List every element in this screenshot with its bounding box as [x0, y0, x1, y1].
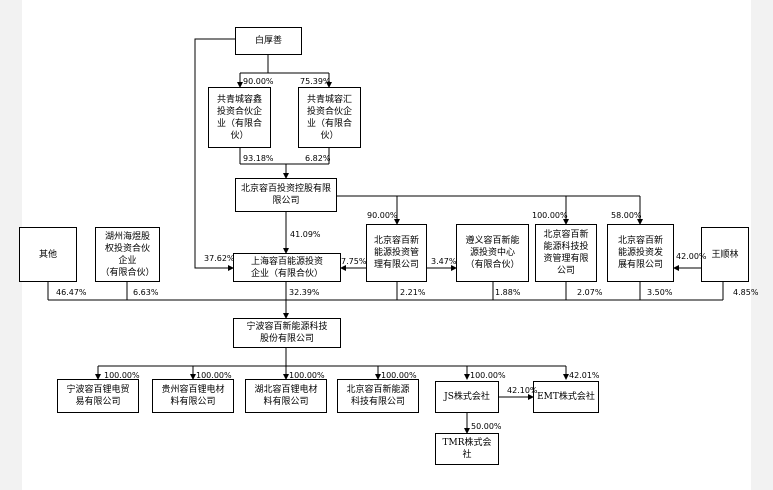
node-emt-corp: EMT株式会社: [533, 381, 599, 413]
node-label: 共青城容汇 投资合伙企 业（有限合 伙）: [306, 94, 352, 141]
pct-holding-tech-invest: 100.00%: [532, 211, 568, 220]
node-label: EMT株式会社: [537, 392, 595, 402]
pct-others-ningbo: 46.47%: [56, 288, 87, 297]
pct-ningbo-js: 100.00%: [470, 371, 506, 380]
node-tmr-corp: TMR株式会社: [435, 433, 499, 465]
pct-shanghai-ningbo: 32.39%: [289, 288, 320, 297]
pct-bai-rongxin: 90.00%: [243, 77, 274, 86]
node-label: 白厚善: [254, 36, 282, 46]
node-label: 上海容百能源投资 企业（有限合伙）: [250, 256, 323, 279]
node-label: 其他: [38, 249, 57, 260]
node-label: 北京容百新 能源投资管 理有限公司: [373, 236, 419, 270]
pct-ningbo-trade: 100.00%: [104, 371, 140, 380]
node-wang-shunlin: 王顺林: [701, 227, 749, 282]
pct-mgmt-ningbo: 2.21%: [400, 288, 426, 297]
node-label: 宁波容百锂电贸 易有限公司: [66, 385, 130, 407]
node-label: 王顺林: [711, 249, 739, 260]
node-label: 湖州海煜股 权投资合伙 企业 （有限合伙）: [100, 231, 155, 278]
pct-invest-dev-ningbo: 3.50%: [647, 288, 673, 297]
right-margin-strip: [751, 0, 773, 490]
node-label: JS株式会社: [444, 392, 490, 402]
node-guizhou-materials: 贵州容百锂电材 料有限公司: [152, 379, 234, 413]
node-label: 北京容百投资控股有限 限公司: [240, 184, 331, 206]
node-label: 湖北容百锂电材 料有限公司: [254, 385, 318, 407]
pct-ningbo-beijing-tech: 100.00%: [381, 371, 417, 380]
node-gongqingcheng-rongxin: 共青城容鑫 投资合伙企 业（有限合 伙）: [208, 87, 271, 148]
node-label: 遵义容百新能 源投资中心 （有限合伙）: [465, 236, 520, 270]
node-hubei-materials: 湖北容百锂电材 料有限公司: [245, 379, 327, 413]
node-bai-houshan: 白厚善: [235, 27, 302, 55]
node-ningbo-trade: 宁波容百锂电贸 易有限公司: [57, 379, 139, 413]
node-label: 北京容百新能源 科技有限公司: [346, 385, 410, 407]
pct-js-emt: 42.10%: [507, 386, 538, 395]
node-beijing-new-energy-invest-mgmt: 北京容百新 能源投资管 理有限公司: [366, 224, 427, 282]
node-beijing-new-energy-invest-dev: 北京容百新 能源投资发 展有限公司: [607, 224, 674, 282]
left-margin-strip: [0, 0, 22, 490]
pct-ningbo-hubei: 100.00%: [289, 371, 325, 380]
pct-holding-shanghai: 41.09%: [290, 230, 321, 239]
pct-bai-ronghui: 75.39%: [300, 77, 331, 86]
pct-holding-invest-mgmt: 90.00%: [367, 211, 398, 220]
node-label: 北京容百新 能源科技投 资管理有限 公司: [543, 230, 589, 276]
pct-bai-shanghai: 37.62%: [204, 254, 235, 263]
pct-mgmt-zunyi: 3.47%: [431, 257, 457, 266]
node-huzhou-haiyu: 湖州海煜股 权投资合伙 企业 （有限合伙）: [95, 227, 160, 282]
pct-ronghui-holding: 6.82%: [305, 154, 331, 163]
node-beijing-new-energy-tech: 北京容百新能源 科技有限公司: [337, 379, 419, 413]
node-beijing-new-energy-tech-invest: 北京容百新 能源科技投 资管理有限 公司: [535, 224, 597, 282]
pct-rongxin-holding: 93.18%: [243, 154, 274, 163]
node-label: 贵州容百锂电材 料有限公司: [161, 385, 225, 407]
node-gongqingcheng-ronghui: 共青城容汇 投资合伙企 业（有限合 伙）: [298, 87, 361, 148]
node-ningbo-rongbai: 宁波容百新能源科技 股份有限公司: [233, 318, 341, 348]
pct-js-tmr: 50.00%: [471, 422, 502, 431]
node-others: 其他: [19, 227, 77, 282]
pct-wang-invest-dev: 42.00%: [676, 252, 707, 261]
node-label: 宁波容百新能源科技 股份有限公司: [246, 322, 328, 344]
node-label: TMR株式会社: [442, 438, 492, 460]
pct-tech-invest-ningbo: 2.07%: [577, 288, 603, 297]
node-label: 共青城容鑫 投资合伙企 业（有限合 伙）: [216, 94, 262, 141]
pct-ningbo-guizhou: 100.00%: [196, 371, 232, 380]
pct-mgmt-shanghai: 7.75%: [341, 257, 367, 266]
pct-huzhou-ningbo: 6.63%: [133, 288, 159, 297]
pct-zunyi-ningbo: 1.88%: [495, 288, 521, 297]
node-shanghai-rongbai: 上海容百能源投资 企业（有限合伙）: [233, 253, 341, 282]
node-beijing-rongbai-holding: 北京容百投资控股有限 限公司: [235, 178, 337, 212]
node-label: 北京容百新 能源投资发 展有限公司: [617, 236, 663, 270]
pct-ningbo-emt: 42.01%: [569, 371, 600, 380]
node-js-corp: JS株式会社: [435, 381, 499, 413]
pct-wang-ningbo: 4.85%: [733, 288, 759, 297]
pct-holding-invest-dev: 58.00%: [611, 211, 642, 220]
node-zunyi-rongbai: 遵义容百新能 源投资中心 （有限合伙）: [456, 224, 529, 282]
